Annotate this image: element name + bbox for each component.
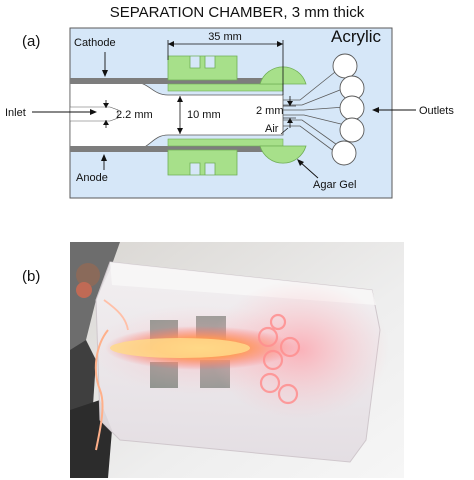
label-anode: Anode [76, 172, 108, 184]
label-agar-gel: Agar Gel [313, 179, 356, 191]
membrane-top [167, 83, 284, 92]
panel-a-label: (a) [22, 33, 40, 50]
dim-10mm: 10 mm [187, 109, 221, 121]
device-photo [70, 242, 404, 478]
outlet-channels [283, 71, 346, 153]
label-inlet: Inlet [5, 107, 26, 119]
agar-block-top [167, 55, 238, 81]
dim-2-2mm: 2.2 mm [116, 109, 153, 121]
membrane-bottom [167, 138, 284, 147]
dim-2mm: 2 mm [256, 105, 284, 117]
dim-35mm: 35 mm [208, 31, 242, 43]
label-acrylic: Acrylic [331, 27, 382, 46]
agar-gel-bottom [259, 145, 307, 164]
label-air: Air [265, 123, 279, 135]
cathode-strip [70, 78, 283, 84]
panel-b-label: (b) [22, 268, 40, 285]
anode-strip [70, 146, 283, 152]
title: SEPARATION CHAMBER, 3 mm thick [110, 4, 365, 21]
label-cathode: Cathode [74, 37, 116, 49]
label-outlets: Outlets [419, 105, 454, 117]
inlet-channel [69, 106, 119, 122]
agar-block-bottom [167, 149, 238, 176]
outlet-wells [331, 53, 365, 166]
